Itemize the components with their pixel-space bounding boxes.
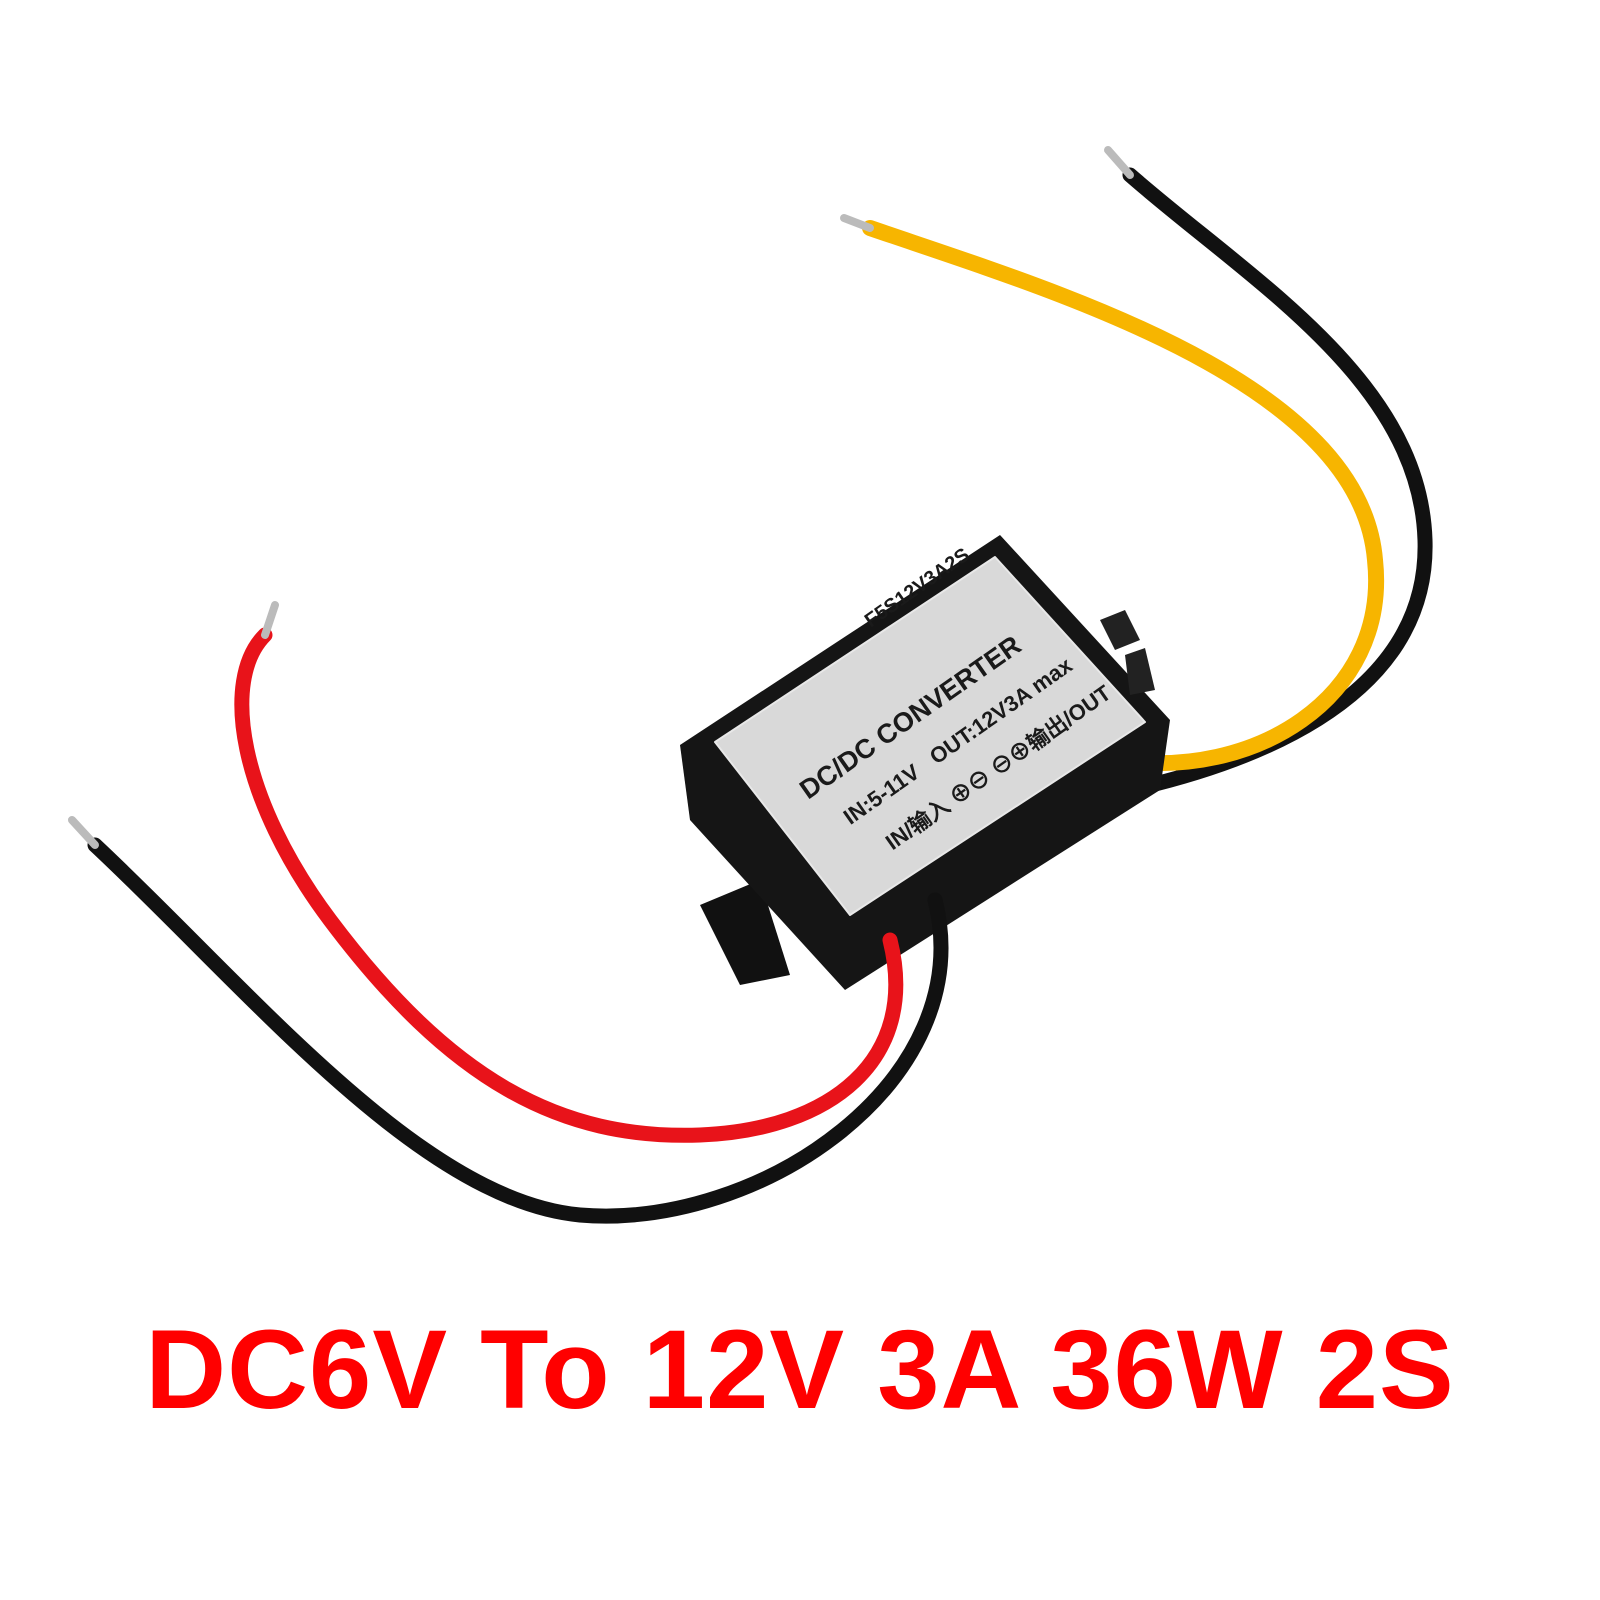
product-caption: DC6V To 12V 3A 36W 2S — [145, 1307, 1455, 1432]
output-yellow-wire — [840, 214, 1385, 772]
input-red-wire — [234, 601, 904, 1143]
converter-housing: F5S12V3A2S DC/DC CONVERTER IN:5-11V OUT:… — [680, 535, 1170, 990]
label-plate — [714, 556, 1146, 916]
input-black-wire — [68, 816, 949, 1224]
